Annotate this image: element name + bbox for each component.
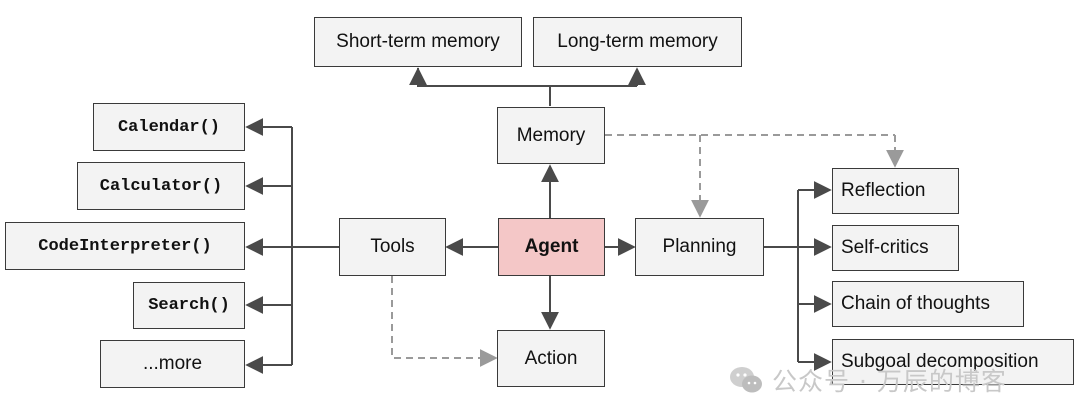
more-tools-node: ...more [100,340,245,388]
agent-node: Agent [498,218,605,276]
code-interpreter-tool-node: CodeInterpreter() [5,222,245,270]
edge-tools-action-dashed [391,276,498,367]
watermark: 公众号 · 万辰的博客 [728,362,1007,398]
wechat-icon [728,365,764,395]
calculator-tool-node: Calculator() [77,162,245,210]
self-critics-node: Self-critics [832,225,959,271]
short-term-memory-node: Short-term memory [314,17,522,67]
calendar-tool-node: Calendar() [93,103,245,151]
long-term-memory-node: Long-term memory [533,17,742,67]
action-node: Action [497,330,605,387]
reflection-node: Reflection [832,168,959,214]
edge-memory-memory-types [417,68,551,106]
tools-node: Tools [339,218,446,276]
search-tool-node: Search() [133,282,245,329]
planning-node: Planning [635,218,764,276]
memory-node: Memory [497,107,605,164]
watermark-text: 公众号 · 万辰的博客 [772,367,1007,396]
subgoal-decomposition-node: Subgoal decomposition [832,339,1074,385]
chain-of-thoughts-node: Chain of thoughts [832,281,1024,327]
